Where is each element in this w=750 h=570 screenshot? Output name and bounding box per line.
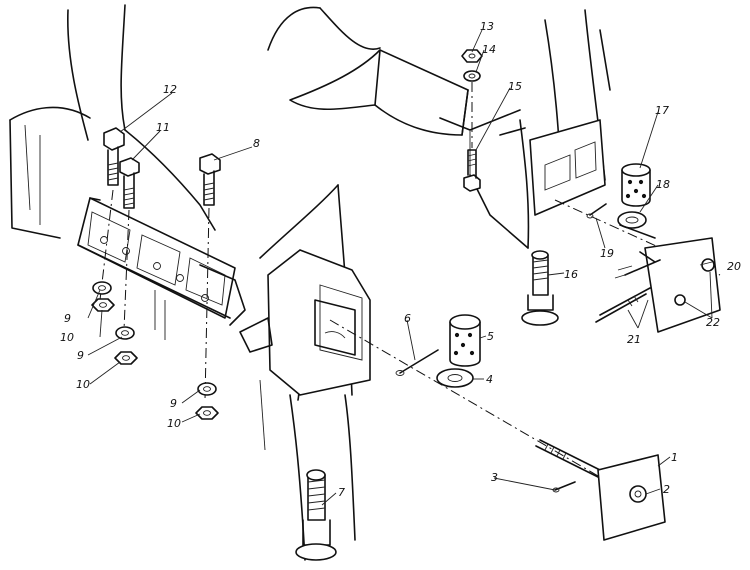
plate-1 — [597, 454, 666, 541]
washer-18 — [617, 211, 647, 229]
bolt-7 — [295, 469, 337, 561]
callout-5: 5 — [487, 330, 494, 343]
callout-7: 7 — [338, 486, 345, 499]
pin-3 — [552, 481, 576, 493]
axis-line-left-3 — [204, 207, 210, 401]
callout-labels: 12 11 8 9 10 9 10 9 10 13 14 15 17 18 19… — [60, 20, 741, 499]
pin-6 — [395, 349, 439, 376]
bolt-11 — [119, 157, 140, 209]
bolt-12 — [103, 127, 125, 186]
callout-9-upper: 9 — [64, 312, 71, 325]
callout-4: 4 — [486, 373, 493, 386]
washer-9c — [197, 382, 217, 396]
callout-15: 15 — [508, 80, 522, 93]
callout-14: 14 — [482, 43, 496, 56]
callout-20: 20 — [727, 260, 741, 273]
callout-9-middle: 9 — [77, 349, 84, 362]
callout-13: 13 — [480, 20, 494, 33]
callout-1: 1 — [671, 451, 678, 464]
bolt-8 — [199, 153, 221, 206]
bushing-17 — [621, 163, 651, 207]
callout-9-lower: 9 — [170, 397, 177, 410]
pin-19 — [586, 203, 607, 219]
bracket-edge-lines — [154, 290, 166, 340]
callout-17: 17 — [655, 104, 669, 117]
nut-10a — [91, 298, 115, 312]
left-body-panel — [9, 4, 216, 239]
callout-10-lower: 10 — [167, 417, 181, 430]
washer-14 — [463, 70, 481, 82]
bolt-16 — [521, 250, 559, 326]
callout-16: 16 — [564, 268, 578, 281]
callout-3: 3 — [491, 471, 498, 484]
right-body-panel — [469, 9, 611, 249]
nut-10c — [195, 406, 219, 420]
callout-22: 22 — [706, 316, 720, 329]
callout-18: 18 — [656, 178, 670, 191]
axis-line-left-1 — [99, 189, 114, 301]
callout-19: 19 — [600, 247, 614, 260]
callout-10-middle: 10 — [76, 378, 90, 391]
bolt-21 — [595, 287, 651, 323]
left-bracket — [77, 197, 246, 326]
plate-20 — [614, 224, 721, 333]
washer-4 — [436, 368, 474, 388]
callout-10-upper: 10 — [60, 331, 74, 344]
callout-2: 2 — [663, 483, 670, 496]
callout-21: 21 — [627, 333, 641, 346]
leader-lines — [87, 29, 713, 506]
washer-9a — [92, 281, 112, 295]
callout-11: 11 — [156, 121, 170, 134]
axis-line-left-2 — [123, 209, 130, 331]
callout-6: 6 — [404, 312, 411, 325]
callout-8: 8 — [253, 137, 260, 150]
axis-line-center — [329, 319, 606, 481]
nut-10b — [114, 351, 138, 365]
bushing-5 — [449, 314, 481, 367]
center-pillar — [239, 184, 371, 561]
upper-crossmember — [267, 6, 521, 175]
callout-12: 12 — [163, 83, 177, 96]
bolt-15 — [463, 149, 481, 192]
washer-9b — [115, 326, 135, 340]
